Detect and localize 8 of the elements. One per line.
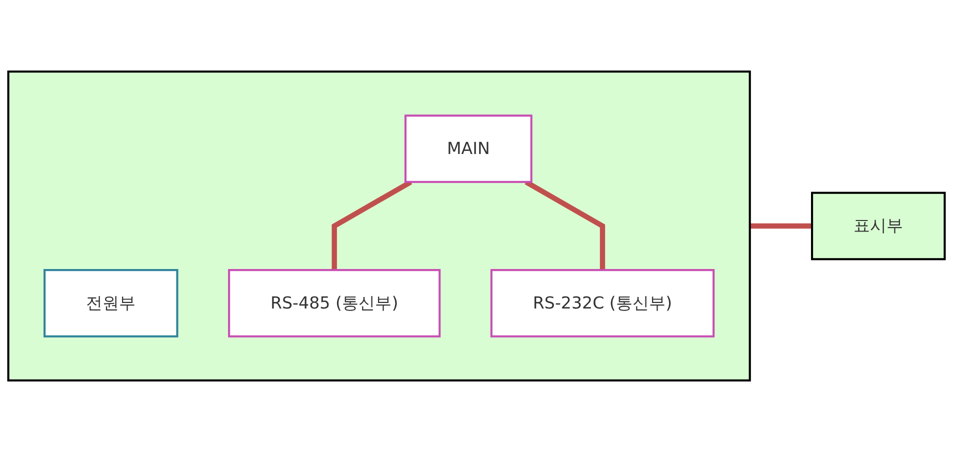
- node-box: RS-485 (통신부): [228, 269, 441, 338]
- connector: [750, 223, 812, 229]
- node-box: MAIN: [404, 114, 532, 183]
- connector: [332, 180, 412, 270]
- node-box: 표시부: [811, 192, 946, 260]
- node-box: RS-232C (통신부): [490, 269, 715, 338]
- node-box: 전원부: [44, 269, 178, 338]
- cluster: [7, 70, 751, 382]
